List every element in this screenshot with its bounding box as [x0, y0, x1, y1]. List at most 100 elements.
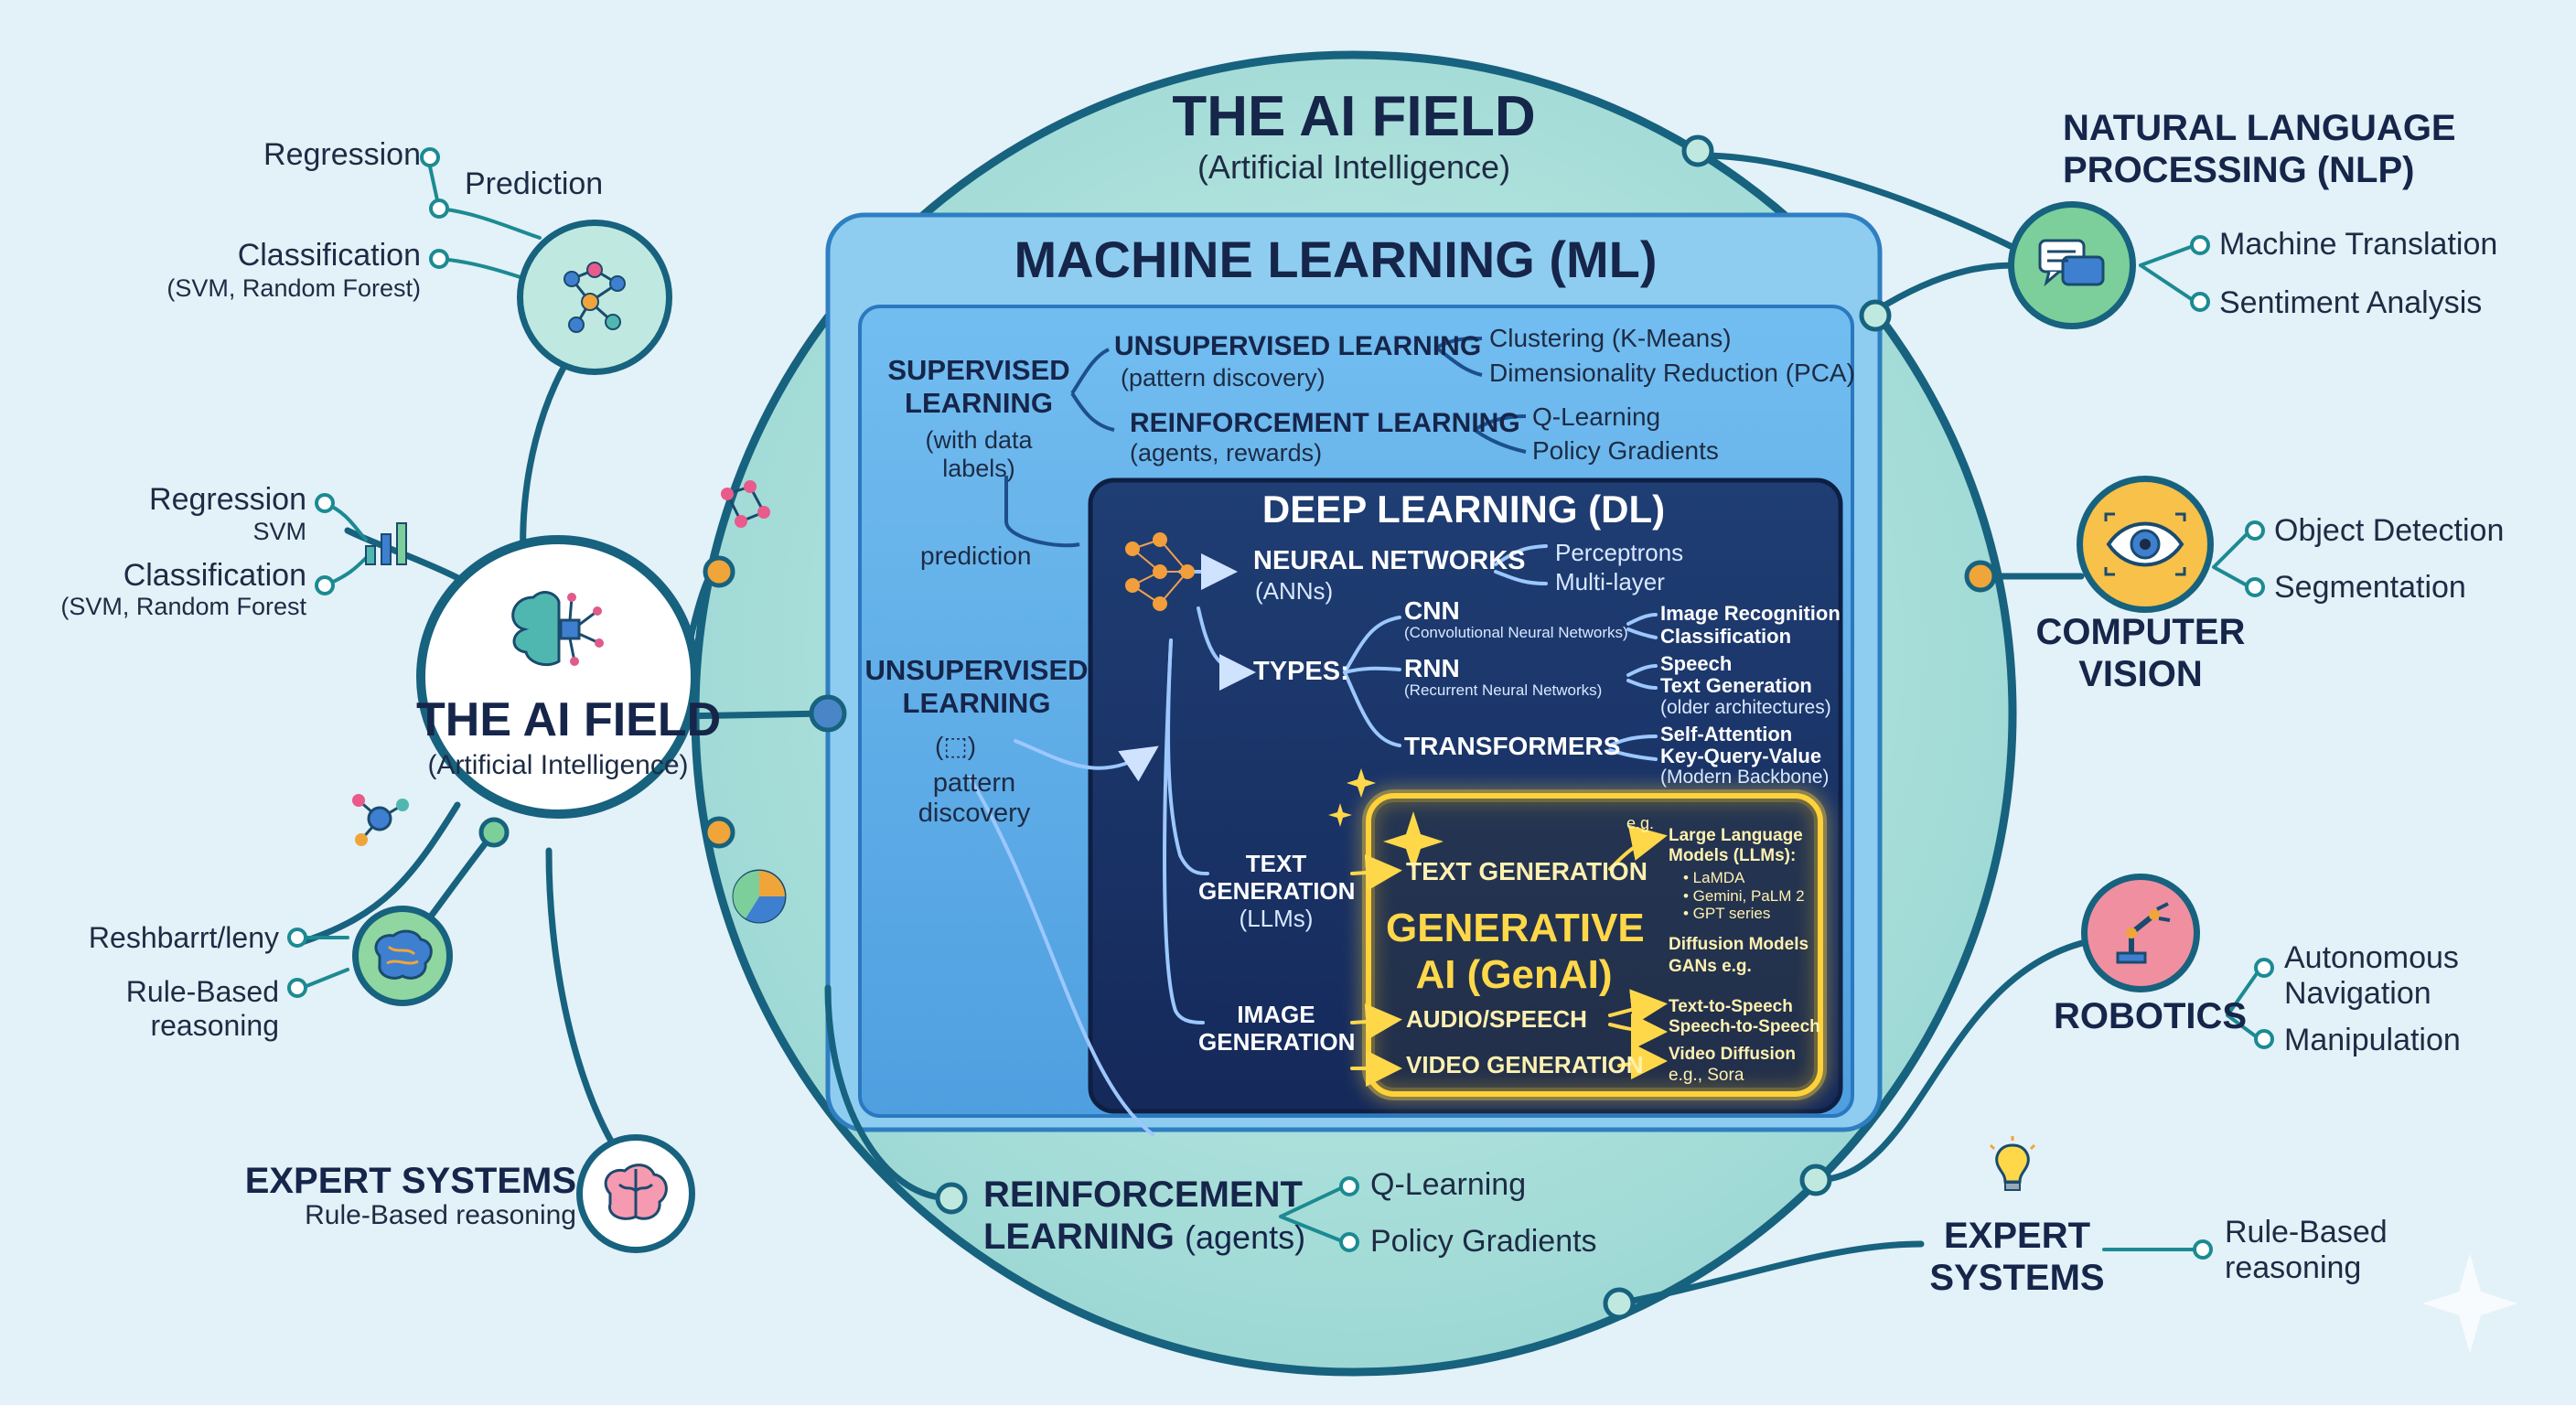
bottom-rl-note: (agents)	[1185, 1218, 1306, 1256]
genai-title: GENERATIVE AI (GenAI)	[1386, 906, 1645, 998]
genai-llm-example: • LaMDA	[1683, 869, 1745, 886]
nlp-title: NATURAL LANGUAGE PROCESSING (NLP)	[2063, 107, 2456, 191]
genai-audio-speech: AUDIO/SPEECH	[1406, 1005, 1587, 1033]
robotics-item-1: Autonomous Navigation	[2284, 940, 2459, 1012]
unsupervised-side-title-line-1: UNSUPERVISED	[864, 654, 1089, 686]
brain-icon	[604, 1164, 668, 1220]
right-expert-item: Rule-Based reasoning	[2225, 1215, 2388, 1286]
hub-circle	[416, 535, 700, 819]
genai-eg: e.g.	[1626, 814, 1655, 832]
robotics-icon-circle	[2081, 874, 2200, 992]
supervised-note-line-1: (with data	[925, 426, 1033, 454]
dl-title: DEEP LEARNING (DL)	[1261, 488, 1666, 531]
pattern-icon: (⬚)	[935, 732, 977, 760]
types-label: TYPES:	[1253, 657, 1349, 686]
unsupervised-side-title-line-2: LEARNING	[902, 686, 1051, 719]
left-misc-item-2-line-2: reasoning	[150, 1008, 279, 1042]
brain-icon	[374, 929, 433, 980]
nlp-item: Sentiment Analysis	[2219, 285, 2483, 320]
lightbulb-icon	[1985, 1134, 2040, 1198]
junction-dot	[1859, 299, 1892, 332]
atom-icon	[348, 787, 412, 851]
right-expert-title-line-1: EXPERT	[1943, 1216, 2091, 1256]
bottom-rl-item: Policy Gradients	[1370, 1224, 1597, 1259]
right-expert-title: EXPERT SYSTEMS	[1921, 1215, 2113, 1299]
nlp-icon-circle	[2008, 201, 2136, 329]
genai-diffusion: Diffusion Models	[1669, 935, 1809, 954]
expert-brain-icon-circle	[576, 1134, 695, 1253]
left-classification-mid: Classification	[123, 558, 306, 593]
ml-title: MACHINE LEARNING (ML)	[1014, 231, 1658, 288]
supervised-title: SUPERVISED LEARNING	[878, 354, 1079, 419]
left-regression-mid: Regression	[149, 482, 306, 517]
dl-text-generation-line-2: GENERATION	[1198, 876, 1356, 905]
rnn-note: (Recurrent Neural Networks)	[1404, 681, 1603, 699]
left-classification-top-note: (SVM, Random Forest)	[166, 274, 421, 302]
cv-title-line-1: COMPUTER	[2035, 612, 2246, 652]
dl-text-generation: TEXT GENERATION (LLMs)	[1198, 850, 1356, 933]
transformers-item: Key-Query-Value	[1660, 745, 1822, 767]
neural-networks-item: Perceptrons	[1555, 539, 1684, 566]
bottom-rl-title: REINFORCEMENT LEARNING (agents)	[983, 1174, 1305, 1258]
genai-title-line-1: GENERATIVE	[1386, 906, 1645, 950]
robotics-title: ROBOTICS	[2054, 996, 2248, 1036]
chat-bubbles-icon	[2038, 239, 2105, 287]
rnn-extra: (older architectures)	[1660, 697, 1831, 718]
junction-dot	[1799, 1164, 1832, 1196]
unsupervised-top-note: (pattern discovery)	[1121, 364, 1326, 391]
genai-llm-line-1: Large Language	[1669, 826, 1803, 845]
connector-hub-misc	[298, 801, 461, 946]
robotics-item-1-line-1: Autonomous	[2284, 940, 2459, 975]
supervised-note-line-2: labels)	[942, 455, 1015, 483]
junction-dot	[1603, 1287, 1636, 1320]
cv-title-line-2: VISION	[2078, 654, 2203, 694]
genai-title-line-2: AI (GenAI)	[1415, 951, 1613, 997]
cnn-item: Classification	[1660, 625, 1792, 648]
rnn-item: Speech	[1660, 652, 1733, 675]
hub-title: THE AI FIELD	[416, 693, 722, 746]
robotics-item-1-line-2: Navigation	[2284, 976, 2431, 1012]
supervised-note: (with data labels)	[887, 426, 1070, 483]
genai-audio-item: Text-to-Speech	[1669, 997, 1793, 1016]
reinforcement-top-note: (agents, rewards)	[1130, 439, 1323, 467]
bottom-rl-title-line-1: REINFORCEMENT	[983, 1174, 1303, 1215]
connector-hub-ai	[678, 710, 832, 720]
reinforcement-top-item: Policy Gradients	[1532, 436, 1719, 465]
genai-text-generation: TEXT GENERATION	[1406, 857, 1648, 885]
connector-robotics	[1812, 938, 2089, 1184]
genai-video-item: e.g., Sora	[1669, 1066, 1744, 1085]
brain-circuit-icon	[511, 591, 604, 667]
ai-subtitle: (Artificial Intelligence)	[1197, 148, 1511, 186]
junction-dot	[478, 817, 510, 848]
robot-arm-icon	[2116, 902, 2171, 964]
genai-llm-example: • Gemini, PaLM 2	[1683, 886, 1805, 905]
connector-hub-expert	[545, 847, 635, 1174]
genai-gans: GANs e.g.	[1669, 957, 1752, 976]
connector-rl	[824, 984, 955, 1202]
transformers-item: Self-Attention	[1660, 723, 1793, 745]
junction-dot	[1681, 134, 1714, 167]
watermark-sparkle-icon	[2422, 1253, 2517, 1354]
bottom-rl-title-line-2: LEARNING	[983, 1217, 1175, 1257]
left-prediction: Prediction	[465, 166, 604, 201]
cv-item: Object Detection	[2274, 513, 2505, 548]
left-svm: SVM	[252, 518, 306, 545]
pie-chart-icon	[727, 864, 791, 928]
junction-dot	[703, 816, 735, 849]
right-expert-item-line-1: Rule-Based	[2225, 1215, 2388, 1249]
left-regression-top: Regression	[263, 137, 421, 172]
ai-title: THE AI FIELD	[1172, 85, 1536, 148]
cnn-item: Image Recognition	[1660, 602, 1841, 625]
rnn-title: RNN	[1404, 654, 1460, 682]
unsupervised-side-note-line-2: discovery	[918, 799, 1031, 829]
junction-dot	[935, 1182, 968, 1215]
hub-subtitle: (Artificial Intelligence)	[427, 750, 689, 780]
left-classification-mid-note: (SVM, Random Forest	[60, 593, 306, 620]
dl-text-generation-line-3: (LLMs)	[1239, 904, 1314, 932]
left-misc-item: Reshbarrt/leny	[88, 921, 279, 954]
cv-item: Segmentation	[2274, 570, 2466, 605]
nlp-title-line-2: PROCESSING (NLP)	[2063, 150, 2415, 190]
neural-networks-title: NEURAL NETWORKS	[1253, 546, 1526, 575]
